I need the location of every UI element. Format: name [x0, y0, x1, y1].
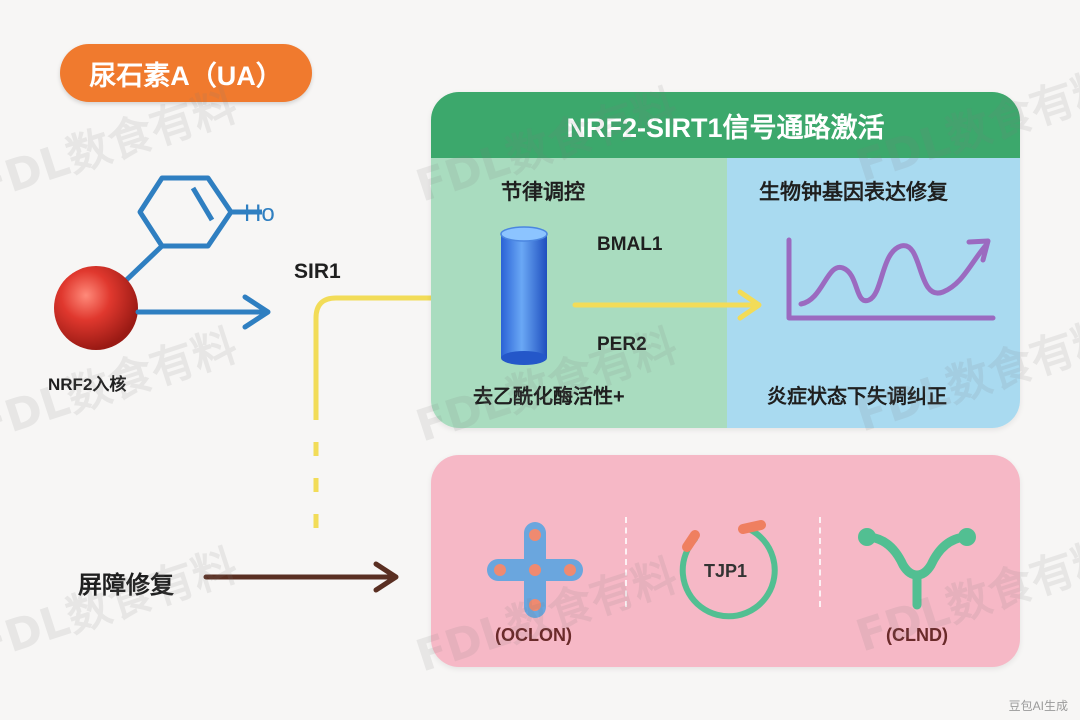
rhythm-regulation-pane: 节律调控 BMAL1 PER2 去乙酰化酶活性+ — [431, 158, 727, 428]
nrf2-nucleus-label: NRF2入核 — [48, 375, 127, 394]
tjp1-icon — [679, 520, 778, 620]
cylinder-icon — [500, 226, 548, 365]
per2-label: PER2 — [597, 334, 647, 355]
blue-arrow — [135, 294, 271, 330]
protein-label-tjp1: TJP1 — [704, 561, 748, 581]
barrier-graphics — [487, 520, 976, 620]
brown-arrow — [203, 561, 399, 593]
protein-label-clnd: (CLND) — [886, 625, 948, 645]
inflammation-caption: 炎症状态下失调纠正 — [767, 386, 947, 408]
nrf2-sphere — [54, 266, 138, 350]
rhythm-heading: 节律调控 — [501, 181, 585, 204]
yellow-arrow-inner — [572, 289, 762, 321]
deacetylase-caption: 去乙酰化酶活性+ — [473, 386, 625, 408]
divider-1 — [625, 517, 627, 607]
barrier-repair-label: 屏障修复 — [78, 572, 174, 599]
expression-graph — [786, 237, 996, 321]
clnd-icon — [858, 528, 976, 610]
oclon-icon — [487, 522, 583, 618]
pathway-graphics — [500, 226, 996, 365]
pathway-header: NRF2-SIRT1信号通路激活 — [431, 92, 1020, 158]
divider-2 — [819, 517, 821, 607]
compound-title: 尿石素A（UA） — [60, 44, 312, 102]
clock-gene-heading: 生物钟基因表达修复 — [759, 181, 948, 204]
bmal1-label: BMAL1 — [597, 234, 663, 255]
sir1-label: SIR1 — [294, 260, 341, 283]
protein-label-oclon: (OCLON) — [495, 625, 572, 645]
ho-label: Ho — [244, 200, 275, 227]
pathway-panel: NRF2-SIRT1信号通路激活 节律调控 BMAL1 PER2 去乙酰化酶活性… — [431, 92, 1020, 428]
corner-mark: 豆包AI生成 — [1008, 699, 1068, 713]
molecule-structure — [116, 175, 262, 290]
